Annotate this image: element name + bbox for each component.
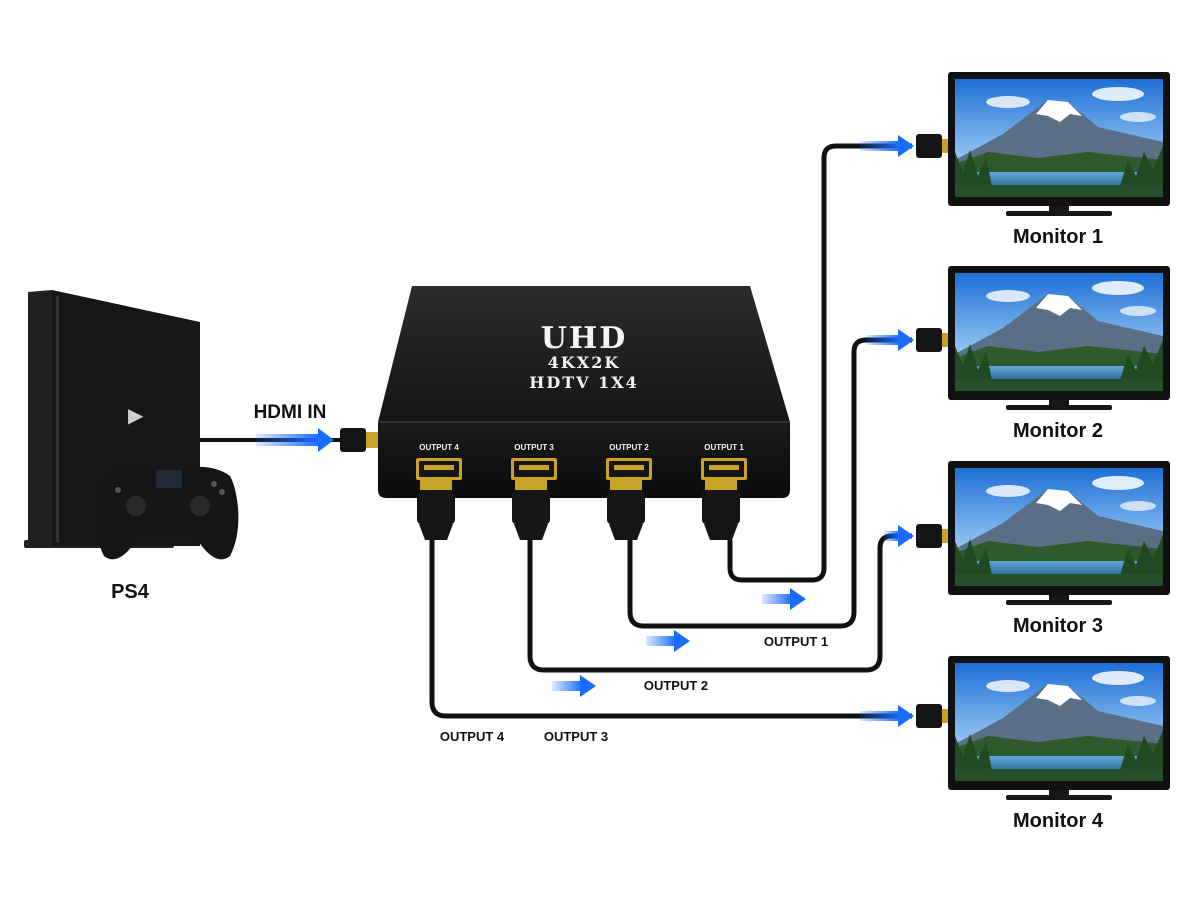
hdmi-port-output-2	[606, 458, 652, 480]
cable-output-3	[527, 533, 912, 673]
monitor-1	[948, 72, 1170, 216]
monitor-3-label: Monitor 3	[1013, 615, 1103, 637]
cable-label-output-3: OUTPUT 3	[544, 729, 608, 744]
monitor-4-label: Monitor 4	[1013, 810, 1104, 832]
output-cables	[429, 143, 912, 719]
cable-label-output-2: OUTPUT 2	[644, 678, 708, 693]
cable-label-output-4: OUTPUT 4	[440, 729, 505, 744]
plug-output-2	[607, 480, 645, 540]
splitter-model: HDTV 1X4	[529, 373, 639, 392]
monitor-3	[948, 461, 1170, 605]
port-label-output-3: OUTPUT 3	[514, 443, 554, 452]
monitor-plugs	[916, 134, 950, 728]
plug-output-4	[417, 480, 455, 540]
playstation-logo: ▶	[128, 403, 144, 427]
ps4-controller	[95, 466, 239, 560]
hdmi-in-cable	[200, 428, 378, 452]
splitter-brand: UHD	[541, 321, 628, 356]
monitor-2	[948, 266, 1170, 410]
monitor-4	[948, 656, 1170, 800]
hdmi-in-label: HDMI IN	[254, 402, 327, 423]
flow-arrows	[552, 135, 914, 727]
port-label-output-1: OUTPUT 1	[704, 443, 744, 452]
port-label-output-2: OUTPUT 2	[609, 443, 649, 452]
ps4-label: PS4	[111, 581, 150, 603]
cable-label-output-1: OUTPUT 1	[764, 634, 828, 649]
hdmi-port-output-1	[701, 458, 747, 480]
hdmi-port-output-4	[416, 458, 462, 480]
cable-output-4	[429, 540, 912, 719]
monitor-2-label: Monitor 2	[1013, 420, 1103, 442]
hdmi-splitter: UHD 4KX2K HDTV 1X4 OUTPUT 4 OUTPUT 3 OUT…	[378, 286, 790, 498]
hdmi-port-output-3	[511, 458, 557, 480]
cable-output-1	[727, 143, 912, 583]
plug-output-3	[512, 480, 550, 540]
splitter-resolution: 4KX2K	[548, 353, 621, 372]
plug-output-1	[702, 480, 740, 540]
monitor-1-label: Monitor 1	[1013, 226, 1103, 248]
cable-output-2	[627, 337, 912, 629]
port-label-output-4: OUTPUT 4	[419, 443, 459, 452]
